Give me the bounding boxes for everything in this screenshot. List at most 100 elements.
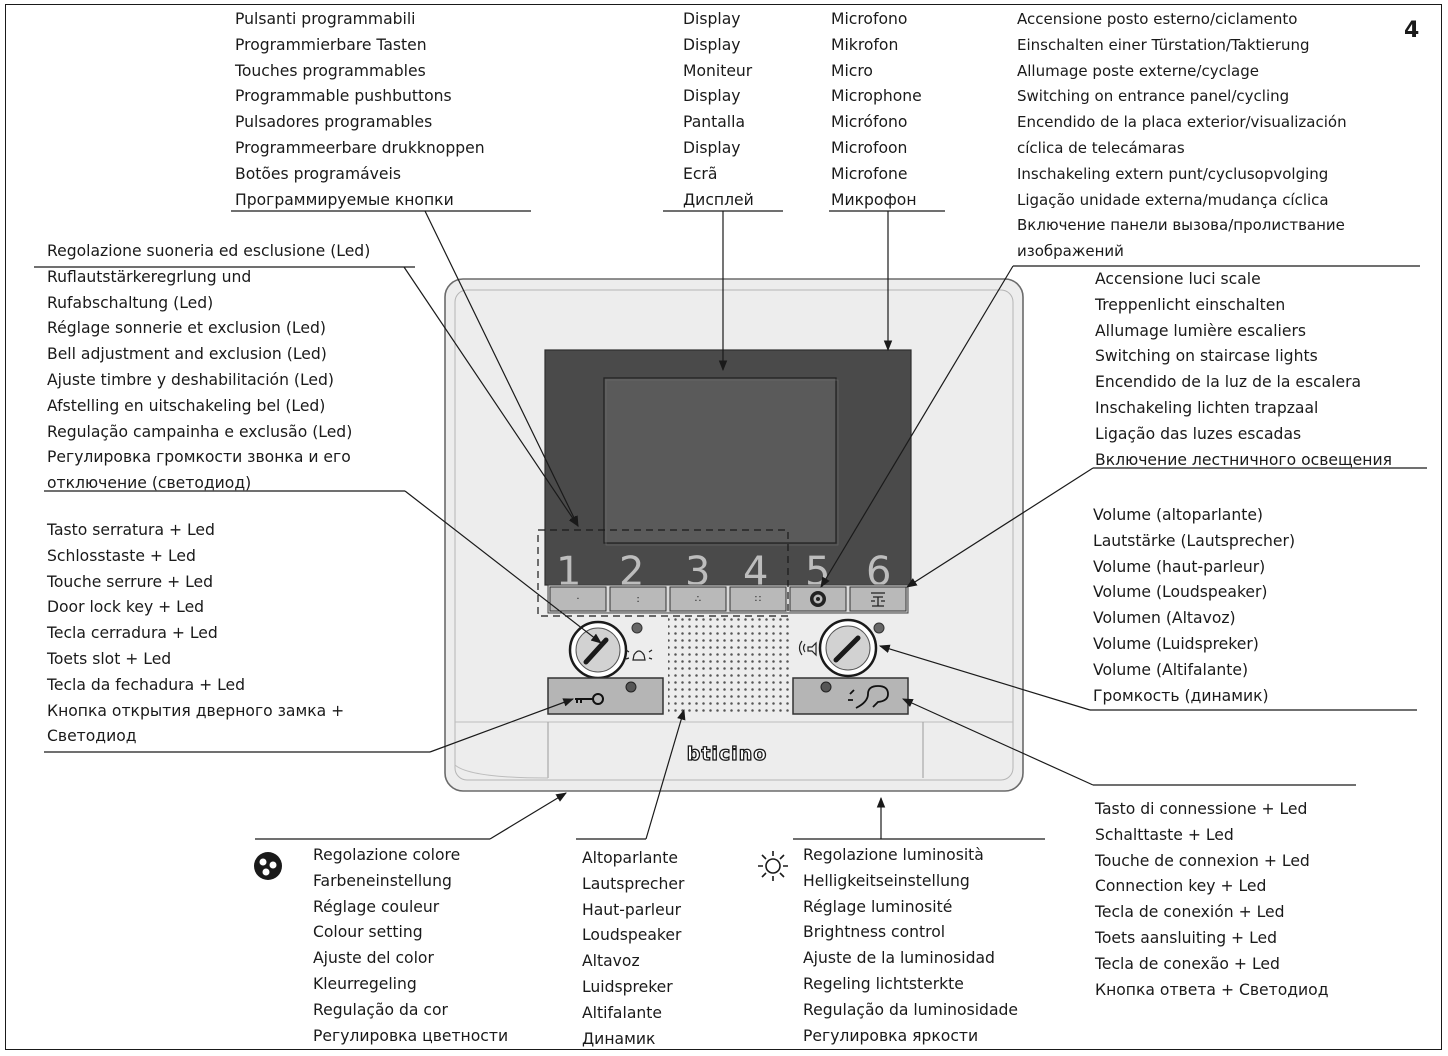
label-line: Ajuste del color <box>313 949 434 968</box>
label-line: Lautsprecher <box>582 874 685 893</box>
door-lock-key[interactable] <box>547 677 664 715</box>
label-line: Toets slot + Led <box>47 649 172 668</box>
bell-icon <box>625 649 653 661</box>
programmable-area-outline <box>537 529 789 617</box>
label-line: Altifalante <box>582 1003 662 1022</box>
label-line: Altoparlante <box>582 849 678 867</box>
microphone-labels: Microfono Mikrofon Micro Microphone Micr… <box>831 7 922 213</box>
label-line: Display <box>683 10 741 28</box>
label-line: изображений <box>1017 242 1124 261</box>
label-line: Volume (altoparlante) <box>1093 506 1264 524</box>
label-line: Accensione luci scale <box>1095 270 1261 288</box>
staircase-light-icon <box>871 592 885 607</box>
label-line: Display <box>683 87 741 106</box>
label-line: Touche serrure + Led <box>47 572 214 591</box>
label-line: Programmable pushbuttons <box>235 87 452 106</box>
label-line: Volume (Luidspreker) <box>1093 634 1259 653</box>
entrance-panel-key[interactable] <box>789 586 847 612</box>
label-line: Кнопка ответа + Светодиод <box>1095 980 1329 999</box>
label-line: Ruflautstärkeregrlung und <box>47 267 252 286</box>
label-line: Micrófono <box>831 113 908 132</box>
label-line: Micro <box>831 61 873 80</box>
label-line: Tecla cerradura + Led <box>47 624 218 643</box>
volume-led <box>873 622 885 634</box>
label-line: Regolazione suoneria ed esclusione (Led) <box>47 242 371 260</box>
label-line: Microfoon <box>831 138 908 157</box>
label-line: Regulação da cor <box>313 1000 448 1019</box>
label-line: Ajuste timbre y deshabilitación (Led) <box>47 370 334 389</box>
door-lock-led <box>625 681 637 693</box>
label-line: Включение лестничного освещения <box>1095 450 1392 469</box>
label-line: Громкость (динамик) <box>1093 686 1269 705</box>
label-line: Treppenlicht einschalten <box>1095 295 1286 314</box>
label-line: Включение панели вызова/пролиствание <box>1017 216 1345 235</box>
bell-adjust-knob[interactable] <box>568 620 653 680</box>
label-line: Lautstärke (Lautsprecher) <box>1093 531 1296 550</box>
label-line: Rufabschaltung (Led) <box>47 293 214 312</box>
label-line: Regolazione luminosità <box>803 846 984 864</box>
label-line: Microfone <box>831 164 908 183</box>
programmable-buttons-labels: Pulsanti programmabili Programmierbare T… <box>235 7 485 213</box>
brand-logo: bticino <box>687 743 768 765</box>
label-line: Encendido de la placa exterior/visualiza… <box>1017 113 1347 132</box>
programmable-key-2[interactable]: : <box>609 586 667 612</box>
label-line: Microphone <box>831 87 922 106</box>
label-line: Botões programáveis <box>235 164 401 183</box>
label-line: Brightness control <box>803 923 946 942</box>
door-lock-labels: Tasto serratura + Led Schlosstaste + Led… <box>47 518 344 750</box>
programmable-key-3[interactable]: ∴ <box>669 586 727 612</box>
label-line: Ecrã <box>683 164 718 183</box>
label-line: Switching on entrance panel/cycling <box>1017 87 1290 106</box>
programmable-key-4[interactable]: ∷ <box>729 586 787 612</box>
volume-knob[interactable] <box>798 618 885 678</box>
label-line: Volume (Loudspeaker) <box>1093 583 1268 602</box>
label-line: Программируемые кнопки <box>235 190 454 209</box>
label-line: Afstelling en uitschakeling bel (Led) <box>47 396 326 415</box>
label-line: Ajuste de la luminosidad <box>803 949 995 968</box>
connection-key[interactable] <box>792 677 909 715</box>
label-line: Pantalla <box>683 113 746 132</box>
label-line: Colour setting <box>313 923 423 942</box>
svg-text:∴: ∴ <box>695 594 701 605</box>
label-line: Luidspreker <box>582 977 673 996</box>
label-line: Schalttaste + Led <box>1095 825 1234 844</box>
label-line: Réglage luminosité <box>803 897 953 916</box>
label-line: Микрофон <box>831 190 917 209</box>
label-line: Accensione posto esterno/ciclamento <box>1017 10 1298 28</box>
programmable-key-1[interactable]: · <box>549 586 607 612</box>
key-icon <box>575 693 604 705</box>
label-line: Динамик <box>582 1029 656 1048</box>
display-labels: Display Display Moniteur Display Pantall… <box>683 7 754 213</box>
label-line: Altavoz <box>582 952 640 971</box>
label-line: Inschakeling lichten trapzaal <box>1095 398 1319 417</box>
label-line: Helligkeitseinstellung <box>803 871 970 890</box>
label-line: Mikrofon <box>831 35 899 54</box>
svg-text:·: · <box>576 594 579 605</box>
camera-icon <box>810 591 826 607</box>
bell-led <box>631 622 643 634</box>
label-line: Display <box>683 35 741 54</box>
colour-icon <box>254 852 282 880</box>
screen-housing <box>544 349 912 586</box>
label-line: Kleurregeling <box>313 974 417 993</box>
label-line: Réglage couleur <box>313 897 440 916</box>
label-line: Tecla da fechadura + Led <box>47 675 246 694</box>
bell-adjustment-labels: Regolazione suoneria ed esclusione (Led)… <box>47 239 370 497</box>
connection-led <box>820 681 832 693</box>
label-line: Tecla de conexão + Led <box>1095 954 1280 973</box>
key-row: · : ∴ ∷ <box>547 584 909 614</box>
label-line: Schlosstaste + Led <box>47 546 196 565</box>
label-line: Регулировка яркости <box>803 1026 979 1045</box>
label-line: Регулировка цветности <box>313 1026 509 1045</box>
svg-text:∷: ∷ <box>755 594 761 605</box>
label-line: Programmeerbare drukknoppen <box>235 138 485 157</box>
label-line: Tasto di connessione + Led <box>1095 800 1308 818</box>
label-line: Bell adjustment and exclusion (Led) <box>47 345 327 364</box>
figure-number: 4 <box>1404 18 1420 43</box>
label-line: Tasto serratura + Led <box>47 521 215 539</box>
staircase-light-key[interactable] <box>849 586 907 612</box>
label-line: Volumen (Altavoz) <box>1093 609 1236 628</box>
label-line: Pulsadores programables <box>235 113 433 132</box>
label-line: Einschalten einer Türstation/Taktierung <box>1017 35 1310 54</box>
